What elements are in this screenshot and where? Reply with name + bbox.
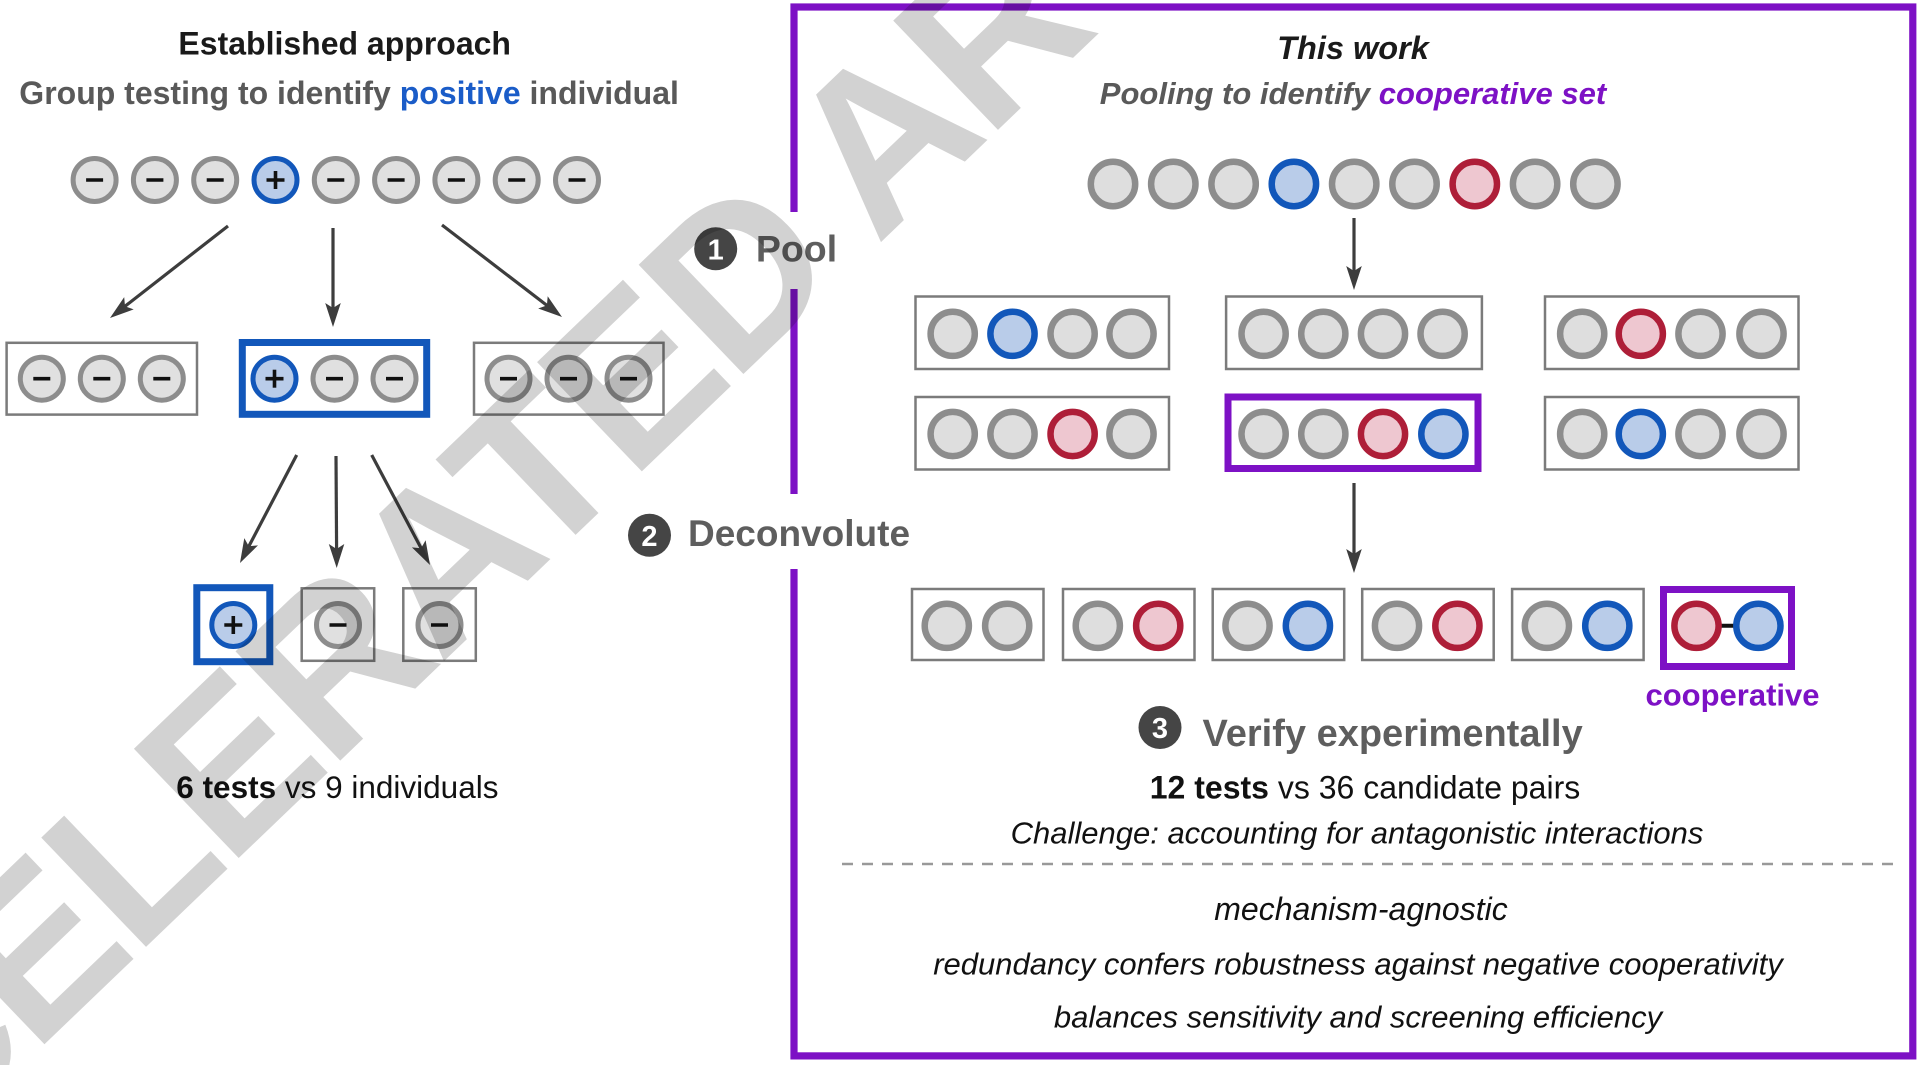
svg-text:cooperative: cooperative bbox=[1645, 678, 1819, 713]
svg-text:Pooling to identify cooperativ: Pooling to identify cooperative set bbox=[1100, 76, 1608, 111]
svg-text:Group testing to identify posi: Group testing to identify positive indiv… bbox=[19, 75, 679, 111]
svg-text:2: 2 bbox=[641, 521, 657, 553]
svg-text:balances sensitivity and scree: balances sensitivity and screening effic… bbox=[1054, 1000, 1665, 1035]
svg-text:6 tests vs 9 individuals: 6 tests vs 9 individuals bbox=[176, 769, 498, 805]
svg-text:Deconvolute: Deconvolute bbox=[688, 513, 910, 554]
svg-text:3: 3 bbox=[1152, 713, 1168, 745]
svg-text:Pool: Pool bbox=[756, 228, 837, 270]
svg-text:Challenge: accounting for anta: Challenge: accounting for antagonistic i… bbox=[1011, 816, 1704, 851]
svg-text:12 tests vs 36 candidate pairs: 12 tests vs 36 candidate pairs bbox=[1150, 770, 1580, 806]
svg-text:mechanism-agnostic: mechanism-agnostic bbox=[1214, 891, 1507, 927]
svg-text:Established approach: Established approach bbox=[178, 25, 511, 61]
svg-text:Verify experimentally: Verify experimentally bbox=[1203, 713, 1583, 755]
svg-text:This work: This work bbox=[1277, 30, 1431, 66]
svg-text:redundancy confers robustness: redundancy confers robustness against ne… bbox=[933, 947, 1785, 982]
svg-text:1: 1 bbox=[708, 234, 724, 266]
